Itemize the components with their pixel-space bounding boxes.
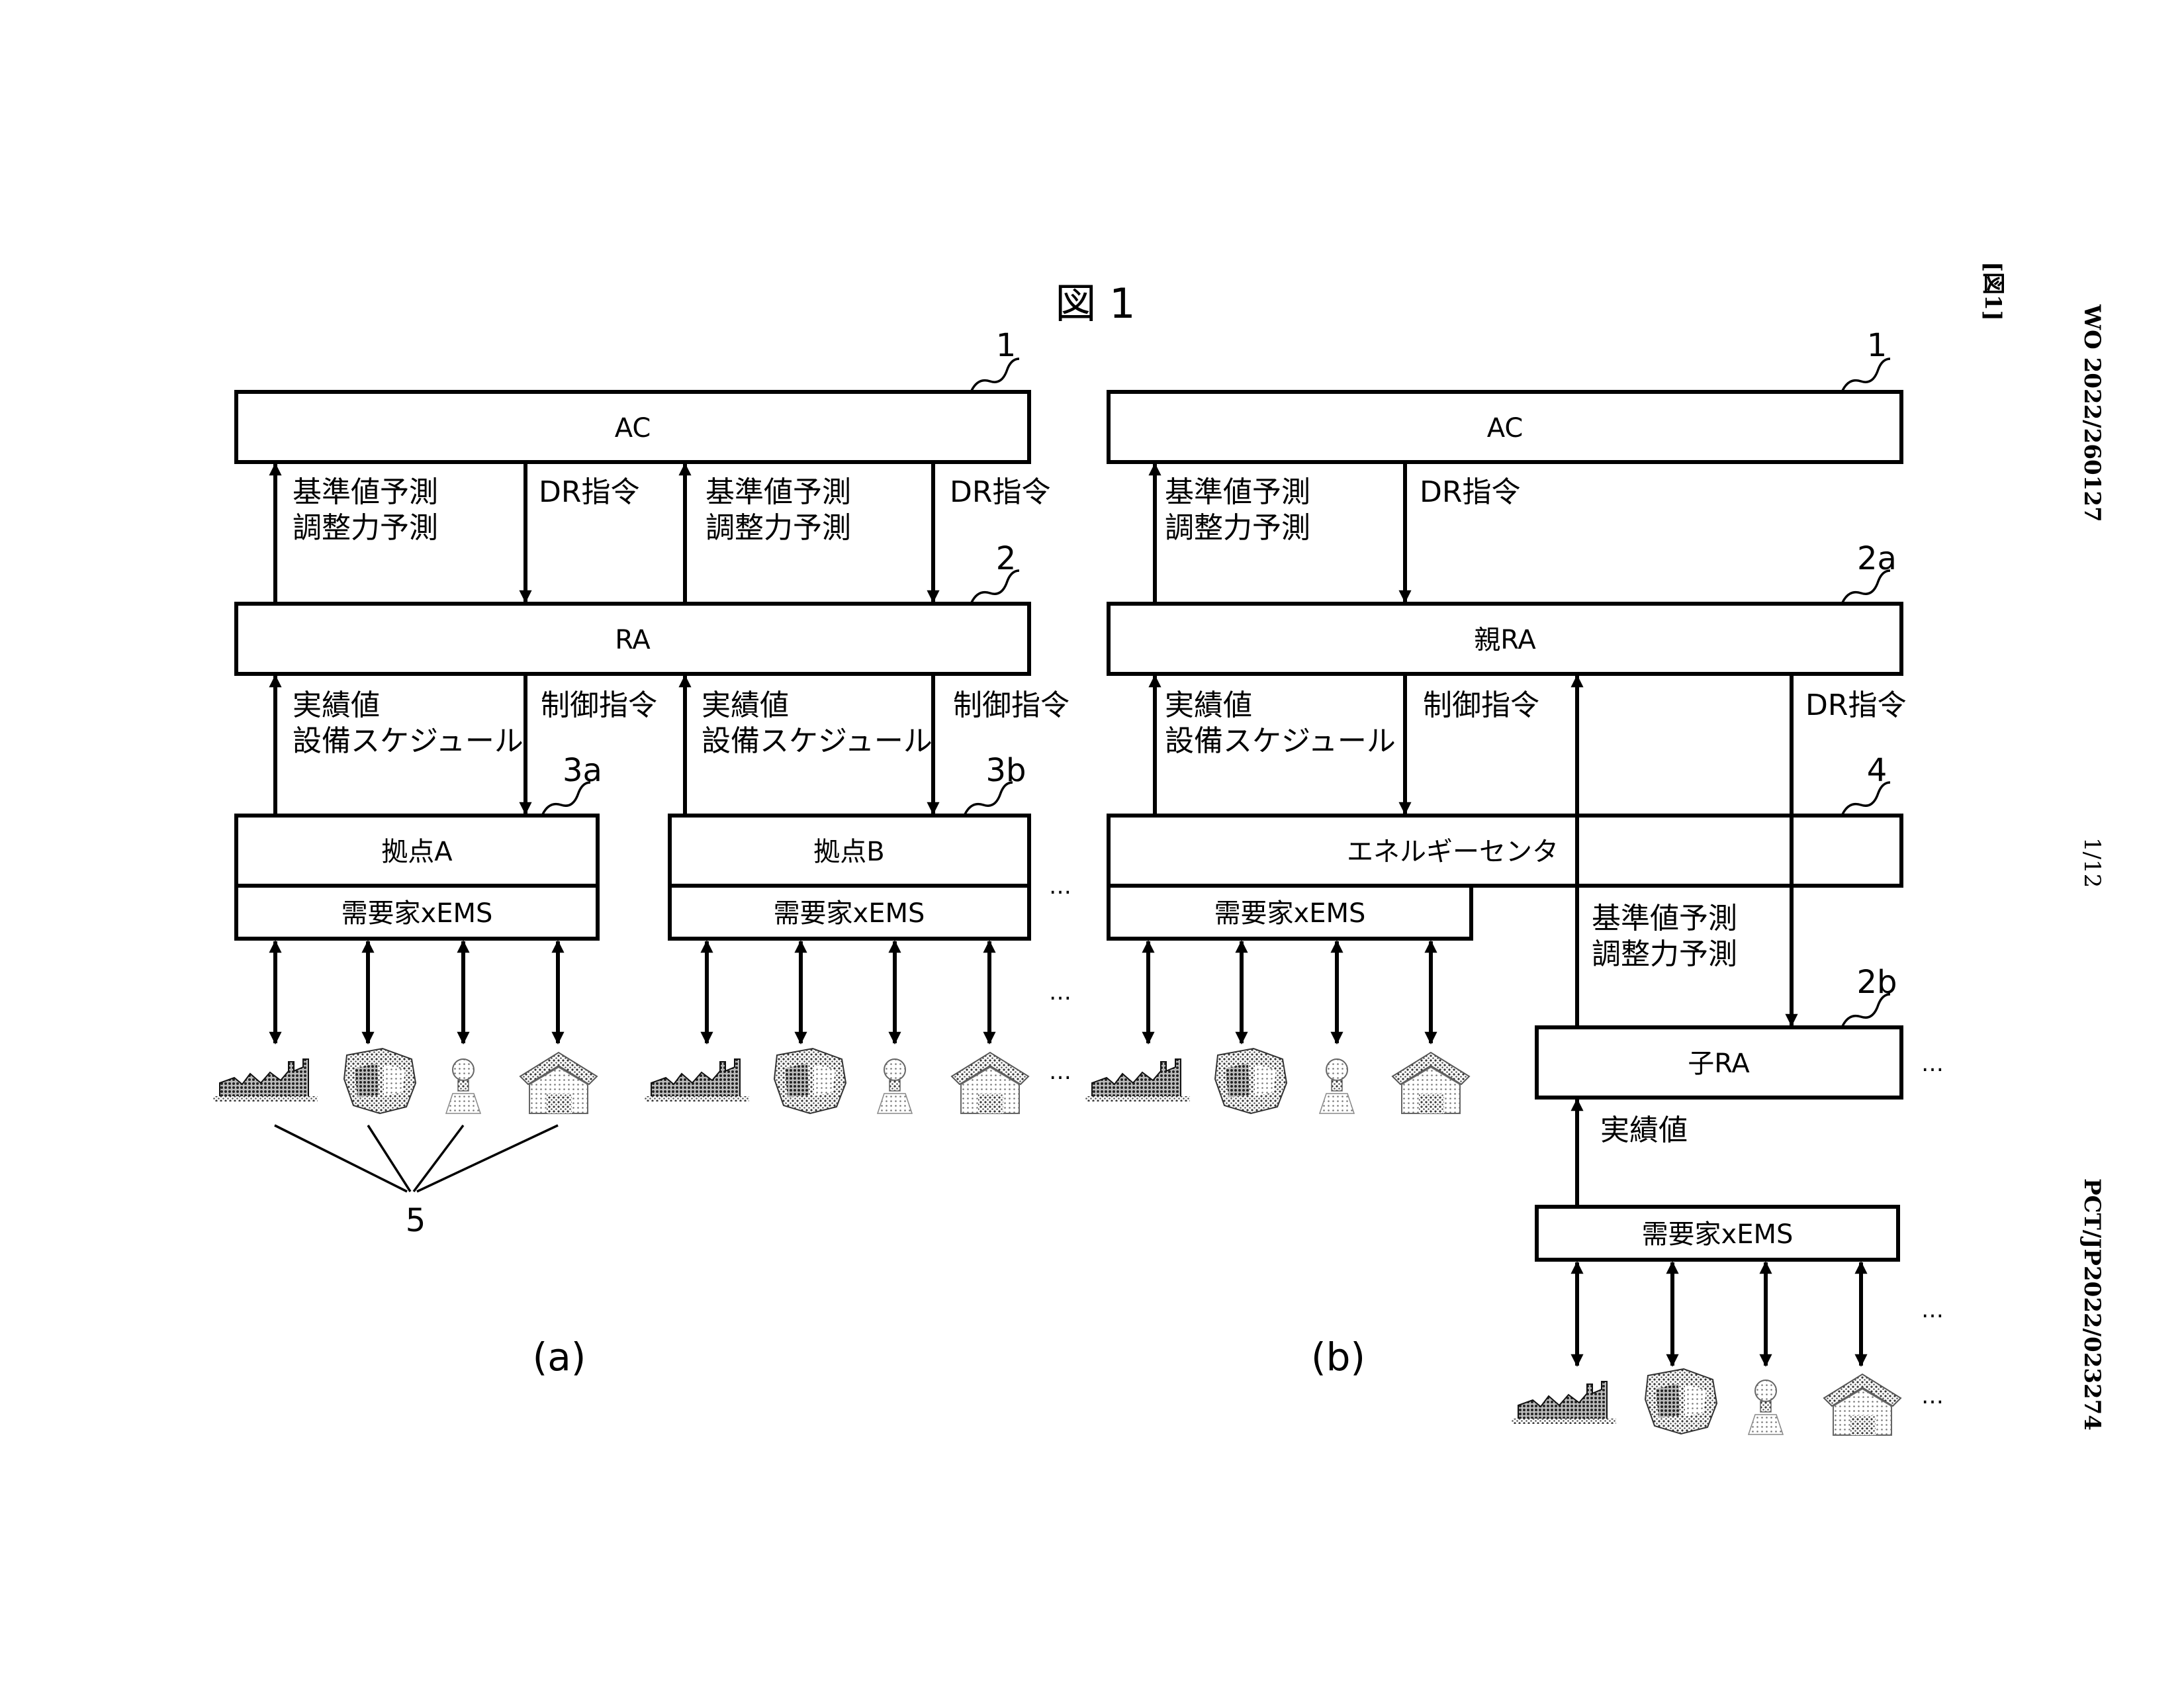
house-icon <box>520 1053 597 1113</box>
label-actual-values-child: 実績値 <box>1600 1113 1688 1147</box>
factory-icon <box>645 1059 749 1102</box>
house-icon <box>1392 1053 1469 1113</box>
parent-ra-label: 親RA <box>1474 625 1536 655</box>
ref-ac-b: 1 <box>1867 327 1888 364</box>
label-adjustment-forecast-a1: 調整力予測 <box>293 511 438 545</box>
label-dr-command-child: DR指令 <box>1805 688 1906 722</box>
ref-parent-ra: 2a <box>1857 540 1897 577</box>
ref-equipment: 5 <box>406 1202 426 1239</box>
label-equipment-schedule-b: 設備スケジュール <box>1165 724 1396 758</box>
label-dr-command-b: DR指令 <box>1420 475 1520 509</box>
label-baseline-forecast-a2: 基準値予測 <box>705 475 851 509</box>
label-baseline-forecast-child: 基準値予測 <box>1592 902 1737 935</box>
ref-energy-center: 4 <box>1867 752 1888 789</box>
caption-a: (a) <box>533 1335 586 1380</box>
ref-leader-equipment-1 <box>275 1125 407 1192</box>
label-control-command-a1: 制御指令 <box>541 688 657 722</box>
label-adjustment-forecast-a2: 調整力予測 <box>705 511 851 545</box>
ref-child-ra: 2b <box>1856 964 1897 1001</box>
ref-ac-a: 1 <box>996 327 1017 364</box>
ref-site-b: 3b <box>985 752 1026 789</box>
publication-number: WO 2022/260127 <box>2079 304 2105 522</box>
light-bulb-icon <box>446 1059 480 1113</box>
ellipsis-a3: … <box>1049 1058 1071 1085</box>
house-icon <box>1824 1374 1901 1435</box>
child-ra-label: 子RA <box>1688 1049 1750 1079</box>
ellipsis-a1: … <box>1049 873 1071 900</box>
label-dr-command-a2: DR指令 <box>950 475 1050 509</box>
ref-site-a: 3a <box>563 752 602 789</box>
site-a-ems-label: 需要家xEMS <box>341 898 493 929</box>
label-actual-values-a2: 実績値 <box>702 688 789 722</box>
label-adjustment-forecast-child: 調整力予測 <box>1592 937 1737 971</box>
label-equipment-schedule-a2: 設備スケジュール <box>702 724 933 758</box>
label-adjustment-forecast-b: 調整力予測 <box>1165 511 1310 545</box>
building-icon <box>774 1049 846 1113</box>
ellipsis-b2: … <box>1921 1297 1944 1323</box>
panel-b: AC 1 親RA 2a 基準値予測 調整力予測 DR指令 実績値 設備スケジュー… <box>1085 327 1944 1435</box>
label-actual-values-a1: 実績値 <box>293 688 380 722</box>
house-icon <box>952 1053 1028 1113</box>
site-b-ems-label: 需要家xEMS <box>774 898 925 929</box>
site-a-label: 拠点A <box>381 837 453 867</box>
application-number: PCT/JP2022/023274 <box>2079 1178 2105 1430</box>
ellipsis-a2: … <box>1049 979 1071 1006</box>
factory-icon <box>1512 1382 1616 1424</box>
label-dr-command-a1: DR指令 <box>539 475 639 509</box>
label-actual-values-b: 実績値 <box>1165 688 1252 722</box>
ac-label-a: AC <box>615 413 651 444</box>
light-bulb-icon <box>878 1059 912 1113</box>
child-ems-label: 需要家xEMS <box>1642 1219 1794 1250</box>
ref-ra-a: 2 <box>996 540 1017 577</box>
ac-label-b: AC <box>1487 413 1524 444</box>
building-icon <box>1215 1049 1287 1113</box>
panel-a: AC 1 RA 2 基準値予測 調整力予測 DR指令 基準値予測 調整力予測 D… <box>213 327 1071 1380</box>
label-baseline-forecast-b: 基準値予測 <box>1165 475 1310 509</box>
ellipsis-b3: … <box>1921 1383 1944 1409</box>
label-equipment-schedule-a1: 設備スケジュール <box>293 724 523 758</box>
light-bulb-icon <box>1320 1059 1354 1113</box>
figure-marker: [図1] <box>1979 261 2006 321</box>
ra-label-a: RA <box>615 625 651 655</box>
label-control-command-b: 制御指令 <box>1423 688 1539 722</box>
figure-title: 図 1 <box>1055 279 1135 328</box>
light-bulb-icon <box>1749 1380 1783 1434</box>
caption-b: (b) <box>1311 1335 1365 1380</box>
energy-center-label: エネルギーセンタ <box>1347 837 1559 867</box>
energy-center-ems-label: 需要家xEMS <box>1214 898 1366 929</box>
building-icon <box>344 1049 416 1113</box>
factory-icon <box>1085 1059 1190 1102</box>
factory-icon <box>213 1059 318 1102</box>
page-number: 1/12 <box>2079 837 2105 888</box>
ellipsis-b1: … <box>1921 1051 1944 1077</box>
label-control-command-a2: 制御指令 <box>953 688 1069 722</box>
building-icon <box>1645 1369 1717 1434</box>
site-b-label: 拠点B <box>813 837 884 867</box>
label-baseline-forecast-a1: 基準値予測 <box>293 475 438 509</box>
